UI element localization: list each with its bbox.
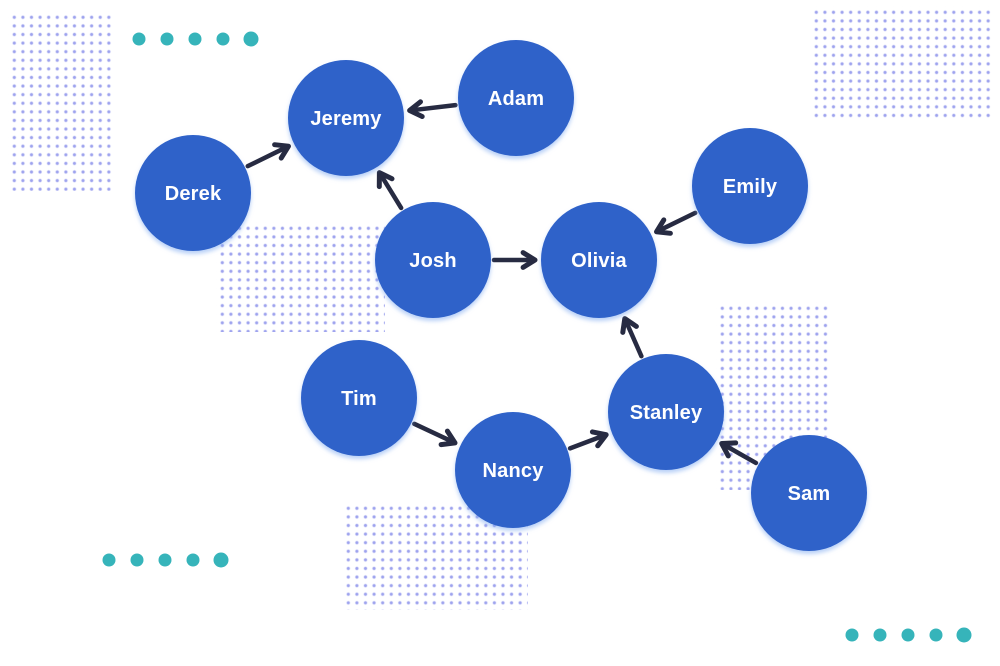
graph-node-derek: Derek: [135, 135, 251, 251]
node-label-olivia: Olivia: [571, 250, 627, 272]
edge-shaft: [624, 319, 644, 359]
node-circle-josh: [375, 202, 491, 318]
teal-dot: [873, 628, 887, 642]
graph-edge-nancy-to-stanley: [567, 429, 609, 451]
edge-shaft: [722, 443, 759, 466]
teal-dot: [216, 32, 230, 46]
edges-layer: [245, 99, 759, 466]
graph-node-emily: Emily: [692, 128, 808, 244]
teal-dot-row-2: [102, 552, 229, 568]
node-circle-tim: [301, 340, 417, 456]
graph-edge-josh-to-olivia: [491, 250, 538, 270]
dot-grid-pattern-2: [810, 6, 993, 118]
node-circle-emily: [692, 128, 808, 244]
edge-arrowhead: [272, 142, 291, 161]
teal-dot: [158, 553, 172, 567]
graph-edge-stanley-to-olivia: [620, 316, 644, 359]
edge-shaft: [657, 210, 698, 233]
node-label-stanley: Stanley: [630, 402, 703, 424]
graph-edge-derek-to-jeremy: [245, 142, 291, 169]
node-circle-stanley: [608, 354, 724, 470]
teal-dot: [160, 32, 174, 46]
dot-grid-pattern-1: [8, 11, 112, 191]
edge-shaft: [245, 145, 288, 169]
node-circle-olivia: [541, 202, 657, 318]
edge-shaft: [379, 173, 404, 211]
node-label-josh: Josh: [409, 250, 456, 272]
teal-dot: [929, 628, 943, 642]
node-circle-jeremy: [288, 60, 404, 176]
edge-arrowhead: [589, 429, 609, 449]
node-circle-nancy: [455, 412, 571, 528]
graph-node-stanley: Stanley: [608, 354, 724, 470]
edge-arrowhead: [719, 440, 739, 459]
teal-dot: [130, 553, 144, 567]
graph-node-sam: Sam: [751, 435, 867, 551]
edge-shaft: [412, 421, 454, 444]
edge-arrowhead: [407, 99, 425, 119]
teal-dot: [845, 628, 859, 642]
graph-edge-sam-to-stanley: [719, 440, 759, 466]
teal-dot: [132, 32, 146, 46]
edge-arrowhead: [654, 217, 673, 236]
graph-node-josh: Josh: [375, 202, 491, 318]
edge-arrowhead: [438, 428, 458, 448]
node-circle-sam: [751, 435, 867, 551]
node-label-emily: Emily: [723, 176, 778, 198]
teal-dots-layer: [102, 31, 972, 643]
edge-arrowhead: [520, 250, 538, 270]
edge-shaft: [567, 433, 605, 451]
teal-dot-row-3: [845, 627, 972, 643]
teal-dot: [956, 627, 972, 643]
node-label-derek: Derek: [165, 183, 222, 205]
teal-dot: [188, 32, 202, 46]
node-circle-adam: [458, 40, 574, 156]
node-label-nancy: Nancy: [482, 460, 544, 482]
graph-node-olivia: Olivia: [541, 202, 657, 318]
teal-dot: [186, 553, 200, 567]
graph-node-jeremy: Jeremy: [288, 60, 404, 176]
node-label-jeremy: Jeremy: [310, 108, 382, 130]
teal-dot: [213, 552, 229, 568]
graph-node-nancy: Nancy: [455, 412, 571, 528]
teal-dot-row-1: [132, 31, 259, 47]
node-label-sam: Sam: [788, 483, 831, 505]
edge-arrowhead: [620, 316, 639, 335]
node-label-tim: Tim: [341, 388, 377, 410]
edge-shaft: [411, 102, 458, 113]
dot-grid-pattern-3: [216, 222, 385, 332]
edge-arrowhead: [376, 170, 395, 190]
node-circle-derek: [135, 135, 251, 251]
graph-edge-josh-to-jeremy: [376, 170, 404, 211]
graph-edge-emily-to-olivia: [654, 210, 698, 236]
graph-node-tim: Tim: [301, 340, 417, 456]
teal-dot: [243, 31, 259, 47]
teal-dot: [901, 628, 915, 642]
teal-dot: [102, 553, 116, 567]
graph-edge-adam-to-jeremy: [407, 99, 458, 119]
node-label-adam: Adam: [488, 88, 544, 110]
graph-edge-tim-to-nancy: [412, 421, 458, 448]
graph-node-adam: Adam: [458, 40, 574, 156]
